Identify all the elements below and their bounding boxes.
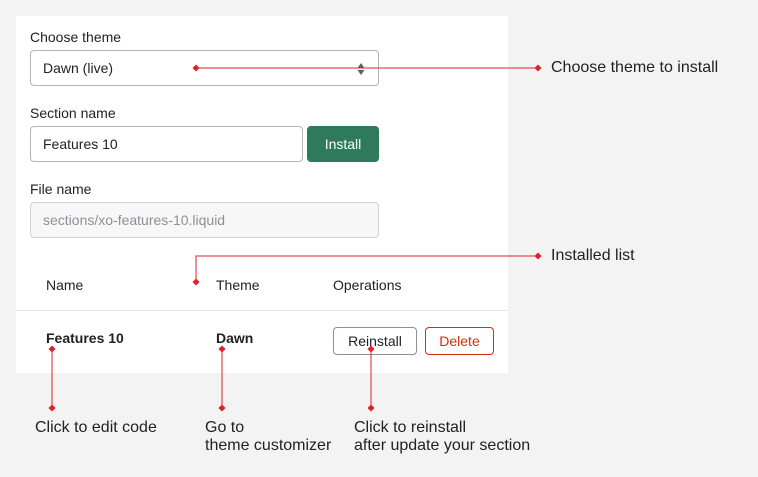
callout-reinstall-line2: after update your section [354,437,531,454]
section-name-input[interactable]: Features 10 [30,126,303,162]
table-divider [16,310,508,311]
reinstall-button[interactable]: Reinstall [333,327,417,355]
callout-choose-theme: Choose theme to install [551,59,719,76]
column-header-name: Name [46,277,84,293]
file-name-input: sections/xo-features-10.liquid [30,202,379,238]
row-name-link[interactable]: Features 10 [46,330,124,346]
file-name-placeholder: sections/xo-features-10.liquid [43,212,226,228]
theme-select[interactable]: Dawn (live) [30,50,379,86]
select-arrows-icon [357,63,365,75]
column-header-theme: Theme [216,277,260,293]
section-name-label: Section name [30,105,116,121]
callout-reinstall-line1: Click to reinstall [354,419,467,436]
column-header-operations: Operations [333,277,402,293]
install-button[interactable]: Install [307,126,379,162]
delete-button[interactable]: Delete [425,327,494,355]
file-name-label: File name [30,181,92,197]
choose-theme-label: Choose theme [30,29,122,45]
callout-customizer-line1: Go to [205,419,245,436]
callout-installed-list: Installed list [551,247,635,264]
section-name-value: Features 10 [43,136,118,152]
callout-customizer-line2: theme customizer [205,437,332,454]
section-installer-card: Choose theme Dawn (live) Section name Fe… [16,16,508,373]
row-theme-link[interactable]: Dawn [216,330,254,346]
callout-edit-code: Click to edit code [35,419,157,436]
theme-select-value: Dawn (live) [43,60,114,76]
